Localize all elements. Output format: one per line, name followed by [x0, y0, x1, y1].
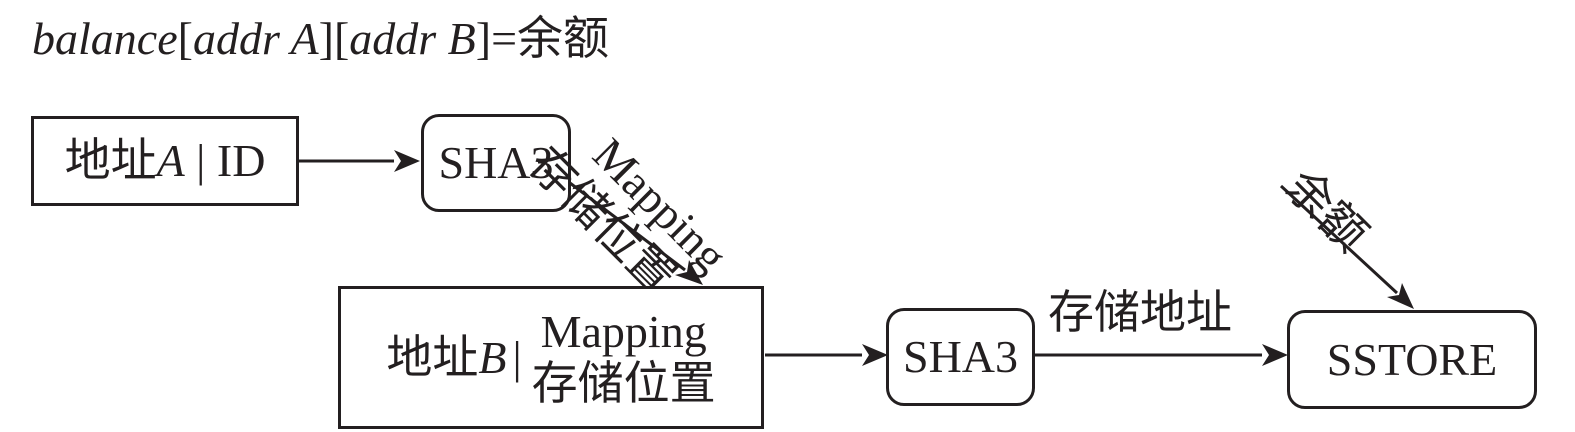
address-b-sep: |: [512, 331, 522, 383]
storage-address-label: 存储地址: [1048, 287, 1232, 338]
formula-addr-b: addr B: [349, 13, 476, 64]
formula-addr-a: addr A: [192, 13, 319, 64]
address-b-line2: 存储位置: [531, 357, 716, 409]
sha3-top-node: SHA3: [421, 114, 571, 212]
arrow-sha3-to-sstore: [1035, 344, 1288, 366]
arrow-addr-b-to-sha3: [765, 344, 888, 366]
address-b-mapping-stack: Mapping 存储位置: [531, 305, 716, 409]
address-b-var: B: [478, 331, 507, 383]
arrow-sha3-to-addr-b: [565, 178, 703, 285]
sha3-bottom-label: SHA3: [902, 331, 1019, 382]
address-a-var: A: [156, 135, 185, 186]
sha3-top-label: SHA3: [438, 137, 554, 188]
formula-bracket-1: [: [177, 13, 193, 64]
address-a-label: 地址A | ID: [65, 138, 266, 184]
formula-bracket-3: ]=: [475, 13, 518, 64]
formula-prefix: balance: [32, 13, 178, 64]
formula-bracket-2: ][: [318, 13, 350, 64]
formula-heading: balance[addr A][addr B]=余额: [32, 2, 609, 68]
address-b-line1: Mapping: [540, 305, 707, 357]
address-a-id-box: 地址A | ID: [31, 116, 299, 206]
address-a-suffix: | ID: [184, 135, 266, 186]
sha3-bottom-node: SHA3: [886, 308, 1035, 406]
sstore-node: SSTORE: [1287, 310, 1537, 409]
sstore-label: SSTORE: [1326, 333, 1498, 385]
arrow-addr-a-to-sha3: [299, 150, 420, 172]
arrow-balance-to-sstore: [1279, 184, 1414, 309]
address-a-prefix: 地址: [64, 135, 157, 186]
formula-value: 余额: [517, 13, 610, 64]
address-b-prefix: 地址: [386, 331, 479, 383]
